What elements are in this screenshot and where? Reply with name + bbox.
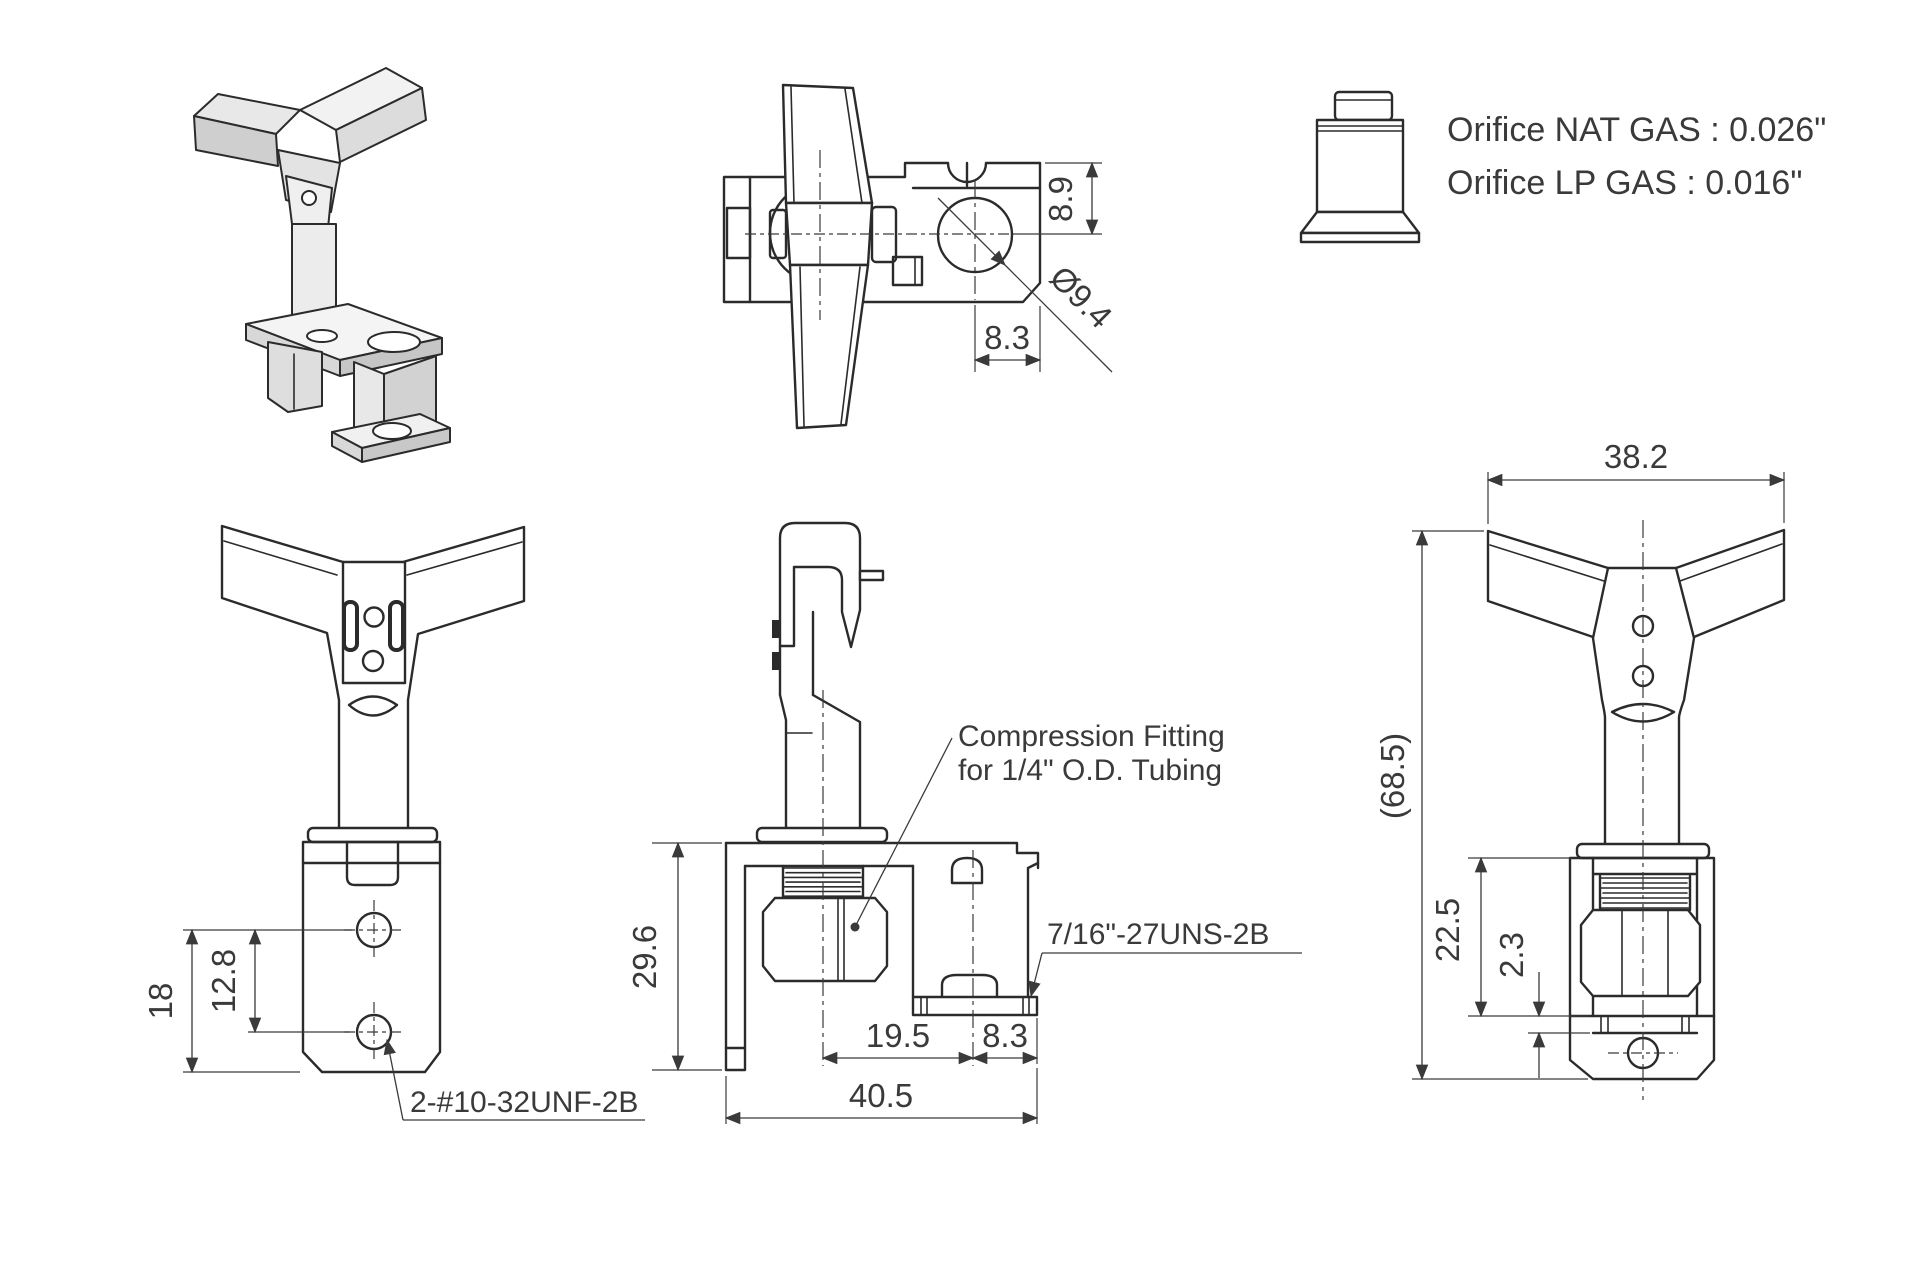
side-bracket-tab <box>940 973 999 999</box>
rear-hex-nut <box>1579 908 1702 998</box>
dim-12-8: 12.8 <box>205 949 242 1013</box>
iso-right-wing-front <box>335 87 427 163</box>
side-bracket-hole <box>950 856 984 885</box>
compression-nut <box>761 896 889 983</box>
spreader-top-wing-lines <box>790 86 863 204</box>
dim-2-3: 2.3 <box>1493 932 1530 978</box>
orifice-body <box>1315 118 1405 214</box>
dim-22-5: 22.5 <box>1429 898 1466 962</box>
side-channel-bracket <box>911 856 1040 1017</box>
dim-8-9: 8.9 <box>1042 176 1079 222</box>
dim-29-6: 29.6 <box>626 925 663 989</box>
dim-19-5: 19.5 <box>866 1017 930 1054</box>
top-small-boss <box>891 255 924 287</box>
orifice-note-line1: Orifice NAT GAS : 0.026" <box>1447 111 1826 149</box>
iso-slot-hole <box>306 329 338 343</box>
rear-hex-facets <box>1621 909 1669 997</box>
note-compression-line1: Compression Fitting <box>958 720 1225 753</box>
dim-18: 18 <box>142 983 179 1020</box>
iso-tab-side <box>361 427 451 463</box>
spreader-bottom-wing <box>788 263 870 430</box>
side-bottom-plate <box>911 995 1039 1017</box>
rear-column-left <box>1591 566 1610 848</box>
side-shelf-top <box>724 841 1040 870</box>
leader-dia-tail <box>1004 264 1113 373</box>
iso-main-hole <box>367 331 421 353</box>
side-leg <box>724 841 747 1072</box>
orifice-detail: Orifice NAT GAS : 0.026" Orifice LP GAS … <box>1299 90 1826 244</box>
orifice-cap <box>1333 90 1394 122</box>
rear-threads <box>1598 874 1692 912</box>
dim-40-5: 40.5 <box>849 1077 913 1114</box>
front-wing-fold-lines <box>223 540 523 576</box>
collar-right-tab <box>870 205 898 264</box>
spreader-bottom-wing-lines <box>799 266 861 427</box>
leader-compression-note <box>854 737 953 928</box>
iso-pivot-rivet <box>301 190 317 206</box>
side-washer <box>755 826 889 844</box>
dim-8-3-top: 8.3 <box>984 319 1030 356</box>
front-hinge-tab <box>345 840 400 887</box>
front-washer <box>306 826 439 844</box>
front-bracket-body <box>301 840 442 1074</box>
leader-dia-arrow <box>937 197 1006 266</box>
orifice-note-line2: Orifice LP GAS : 0.016" <box>1447 164 1802 202</box>
front-left-wing <box>220 524 345 830</box>
rear-wing-fold-lines <box>1489 543 1783 582</box>
front-upper-pinhole <box>363 606 385 628</box>
rear-fold-ticks <box>1600 1015 1690 1034</box>
dim-38-2: 38.2 <box>1604 438 1668 475</box>
side-slot-nub-lower <box>772 652 780 670</box>
leader-thread-label <box>1028 952 1043 998</box>
iso-left-wing-front <box>193 115 279 167</box>
compression-nut-facets <box>837 897 845 982</box>
side-spreader-hook <box>778 521 862 649</box>
rear-wings <box>1486 528 1786 639</box>
front-dome <box>347 695 399 717</box>
dim-8-3-side: 8.3 <box>982 1017 1028 1054</box>
front-hole-crosshairs <box>344 900 404 1062</box>
rear-view: 38.2 (68.5) 22.5 2.3 <box>1374 438 1786 1100</box>
top-view: 8.9 8.3 Ø9.4 <box>722 83 1120 430</box>
top-plate <box>722 161 1042 304</box>
front-view: 18 12.8 2-#10-32UNF-2B <box>142 524 645 1121</box>
side-cone <box>778 693 862 830</box>
top-left-tab <box>725 206 752 260</box>
front-slot-right <box>388 600 405 652</box>
side-slot-nub-upper <box>772 620 780 638</box>
rear-column-right <box>1674 566 1696 848</box>
side-wing-pin <box>858 569 885 582</box>
leader-compression-dot <box>850 922 860 932</box>
front-lower-pinhole <box>361 649 385 673</box>
dim-hole-dia: Ø9.4 <box>1043 258 1120 335</box>
leader-tapped-holes <box>383 1038 404 1121</box>
isometric-view <box>193 67 451 463</box>
label-thread: 7/16"-27UNS-2B <box>1047 918 1269 951</box>
iso-hex-nut <box>267 341 323 413</box>
front-slot-left <box>342 600 359 652</box>
note-compression-line2: for 1/4" O.D. Tubing <box>958 754 1222 787</box>
rear-dome <box>1610 702 1676 723</box>
orifice-skirt <box>1299 210 1421 235</box>
front-right-wing <box>401 525 526 830</box>
dim-68-5: (68.5) <box>1374 733 1411 819</box>
label-tapped-holes: 2-#10-32UNF-2B <box>410 1086 638 1119</box>
orifice-base-band <box>1299 231 1421 244</box>
iso-tab-hole <box>372 422 412 440</box>
side-view: 29.6 19.5 8.3 40.5 Compression Fitting f… <box>626 521 1302 1125</box>
rear-bracket-body <box>1568 856 1716 1081</box>
